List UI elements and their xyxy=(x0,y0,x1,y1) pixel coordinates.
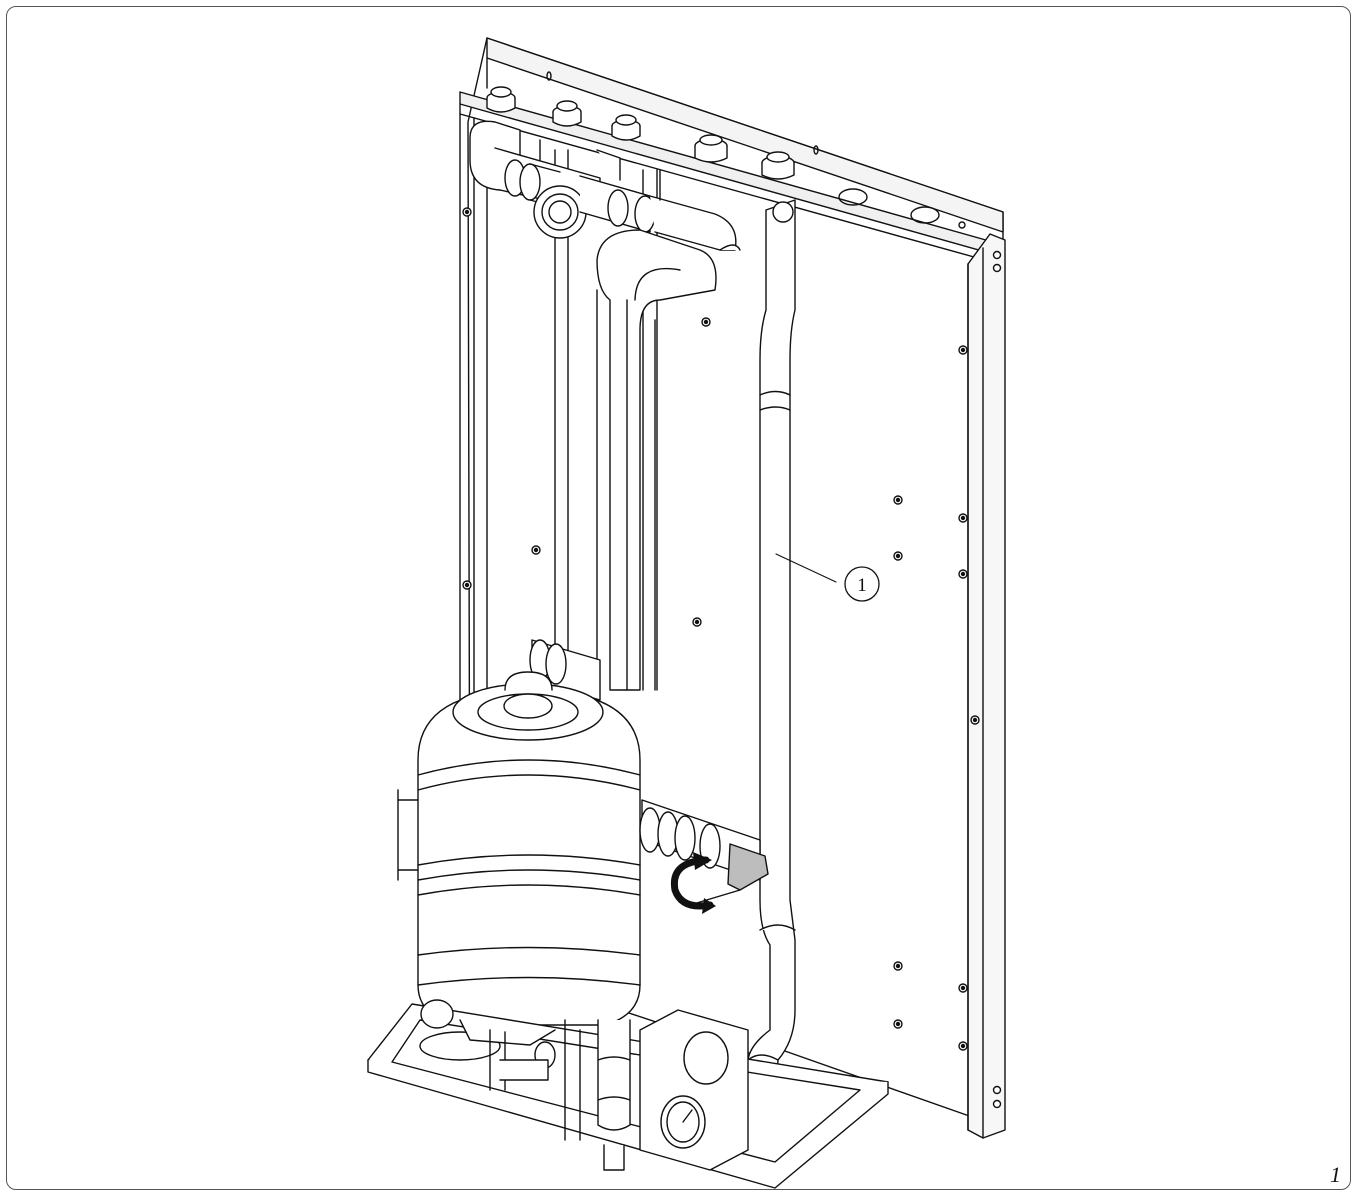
upper-valve-assembly xyxy=(469,120,737,251)
middle-fitting xyxy=(639,799,769,906)
expansion-vessel xyxy=(397,671,641,1026)
mounting-holes xyxy=(546,71,966,229)
insulated-pipe xyxy=(747,199,796,1146)
vessel-bottom-fittings xyxy=(420,999,581,1141)
figure-number: 1 xyxy=(1330,1162,1341,1187)
callout-1: 1 xyxy=(775,553,880,602)
top-connectors xyxy=(486,86,795,180)
pressure-gauge-icon xyxy=(660,1095,706,1149)
callout-1-label: 1 xyxy=(857,575,867,596)
figure-frame xyxy=(6,6,1351,1190)
rotation-arrow-icon xyxy=(670,852,716,914)
gauge-plate xyxy=(639,1009,749,1171)
left-insulated-pipes xyxy=(596,229,741,691)
drain-pipe xyxy=(597,1019,631,1171)
